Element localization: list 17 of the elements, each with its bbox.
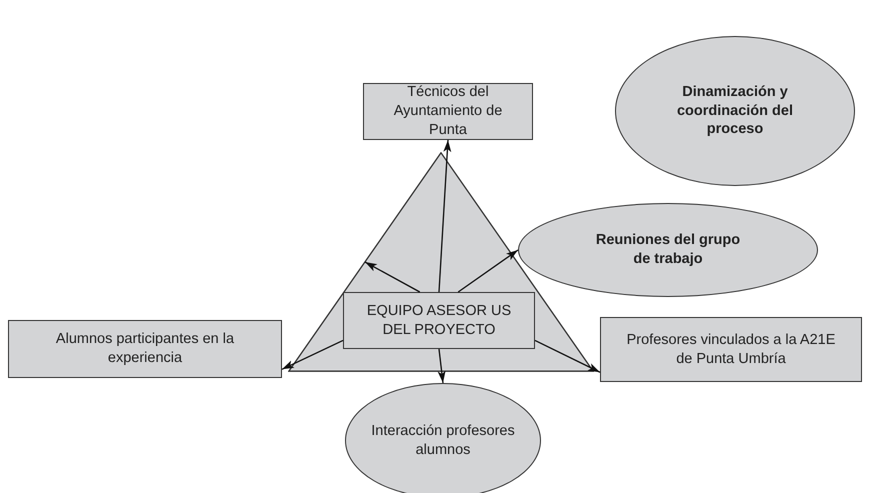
node-text: Reuniones del grupo de trabajo xyxy=(594,231,742,269)
arrow xyxy=(534,340,600,373)
text-box xyxy=(600,317,862,382)
node-text: Interacción profesores alumnos xyxy=(370,422,516,460)
arrow xyxy=(364,261,420,293)
text-box xyxy=(363,83,533,140)
arrow xyxy=(438,348,446,384)
text-box xyxy=(8,320,282,378)
text-box xyxy=(343,292,535,349)
node-text: Dinamización y coordinación del proceso xyxy=(676,82,794,140)
arrow xyxy=(458,249,518,293)
node-text: Alumnos participantes en la experiencia xyxy=(54,330,236,368)
arrow xyxy=(438,140,452,292)
node-text: Técnicos del Ayuntamiento de Punta xyxy=(392,83,504,140)
node-text: EQUIPO ASESOR US DEL PROYECTO xyxy=(366,302,512,340)
node-text: Profesores vinculados a la A21E de Punta Umbría xyxy=(626,330,836,368)
arrow xyxy=(282,340,344,370)
